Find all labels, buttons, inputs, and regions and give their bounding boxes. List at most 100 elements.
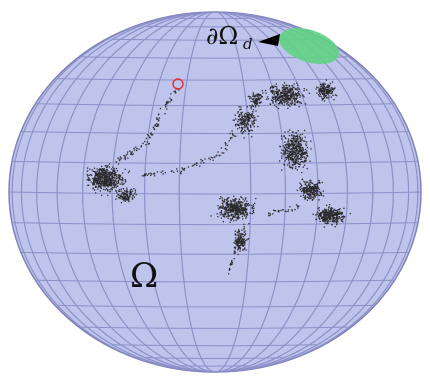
walk-point [318,212,320,214]
walk-point [287,140,289,142]
walk-point [201,160,204,162]
walk-point [145,144,147,146]
walk-point [303,196,305,198]
walk-point [153,128,156,131]
walk-point [233,216,235,218]
walk-point [107,170,109,172]
walk-point [298,157,300,160]
walk-point [230,204,232,206]
walk-point [292,102,294,104]
walk-point [231,218,233,220]
walk-point [279,102,281,104]
walk-point [289,206,291,208]
walk-point [124,168,126,170]
walk-point [254,102,256,104]
walk-point [302,147,304,149]
walk-point [336,220,338,222]
walk-point [304,189,306,191]
walk-point [242,115,244,117]
walk-point [306,185,308,187]
walk-point [283,91,285,94]
walk-point [104,183,106,186]
walk-point [292,139,294,142]
walk-point [255,101,258,103]
walk-point [277,91,279,93]
walk-point [130,152,132,155]
walk-point [287,95,289,97]
walk-point [336,215,338,217]
walk-point [292,142,294,144]
walk-point [226,204,228,206]
walk-point [322,98,324,100]
walk-point [314,190,316,193]
walk-point [109,177,112,180]
walk-point [238,214,240,216]
walk-point [115,161,117,163]
walk-point [303,164,306,166]
walk-point [110,182,113,184]
walk-point [246,113,248,115]
walk-point [244,115,246,118]
walk-point [288,159,290,161]
walk-point [292,147,294,149]
walk-point [288,144,290,146]
walk-point [148,135,150,137]
walk-point [94,175,96,178]
walk-point [288,165,291,167]
walk-point [296,155,298,158]
walk-point [138,148,140,150]
walk-point [288,142,290,144]
walk-point [291,160,293,162]
walk-point [314,193,316,195]
latitude-line [82,326,348,329]
walk-point [330,218,332,221]
walk-point [330,209,333,211]
walk-point [99,176,101,178]
walk-point [322,85,325,87]
walk-point [334,221,337,223]
walk-point [257,102,259,104]
walk-point [292,97,294,100]
walk-point [241,211,244,213]
walk-point [336,223,338,226]
walk-point [224,211,226,213]
walk-point [292,167,294,169]
walk-point [321,194,323,196]
walk-point [237,242,239,244]
walk-point [326,86,328,88]
walk-point [290,90,292,92]
walk-point [106,166,109,168]
walk-point [319,218,321,220]
walk-point [243,242,245,244]
walk-point [105,172,107,174]
walk-point [340,212,342,214]
walk-point [317,186,319,189]
walk-point [221,213,223,215]
walk-point [336,216,339,218]
walk-point [311,196,313,198]
walk-point [229,263,232,265]
walk-point [275,86,277,88]
walk-point [234,204,237,207]
latitude-line [36,103,394,107]
walk-point [299,146,301,148]
walk-point [109,189,111,191]
start-point-circle [172,78,184,90]
walk-point [282,150,284,152]
walk-point [298,93,300,96]
walk-point [107,190,109,192]
walk-point [140,145,142,147]
walk-point [271,86,273,88]
walk-point [115,189,117,191]
walk-point [295,139,298,141]
walk-point [284,152,287,155]
walk-point [320,193,322,195]
walk-point [323,94,325,96]
walk-point [323,90,326,92]
walk-point [219,212,221,214]
walk-point [226,211,228,214]
walk-point [304,148,307,151]
walk-point [236,217,238,219]
walk-point [284,160,286,162]
walk-point [89,168,91,170]
